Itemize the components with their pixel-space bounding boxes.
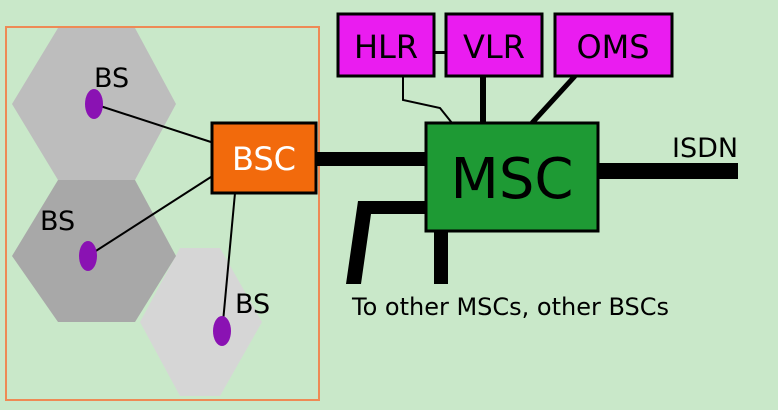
bs-3-dot [213,316,231,346]
hlr-box [336,12,436,78]
bs-2-label: BS [40,206,75,237]
link-bsc-msc [316,152,430,166]
bs-2-dot [79,241,97,271]
msc-label: MSC [451,147,574,212]
bs-3-label: BS [235,289,270,320]
link-vlr-msc [480,70,486,123]
bsc-box [210,121,318,195]
bs-1-label: BS [94,63,129,94]
vlr-box [444,12,544,78]
link-bs2-bsc [87,174,215,257]
link-hlr-vlr [434,51,446,54]
link-hlr-msc [402,70,453,124]
link-msc-isdn [598,163,738,179]
oms-label: OMS [576,28,649,66]
isdn-label: ISDN [672,133,738,164]
bs-1-dot [85,89,103,119]
bss-frame [5,26,320,401]
cell-light-hexagon [140,248,262,396]
link-oms-msc [530,74,577,125]
oms-box [553,12,674,78]
other-msc-label: To other MSCs, other BSCs [351,293,669,321]
hlr-label: HLR [354,28,418,66]
link-other-left [346,201,430,284]
link-bs1-bsc [93,103,215,144]
vlr-label: VLR [463,28,525,66]
link-bs3-bsc [222,192,236,323]
link-other-right [434,232,448,284]
msc-box [424,121,600,233]
bsc-label: BSC [232,140,296,178]
